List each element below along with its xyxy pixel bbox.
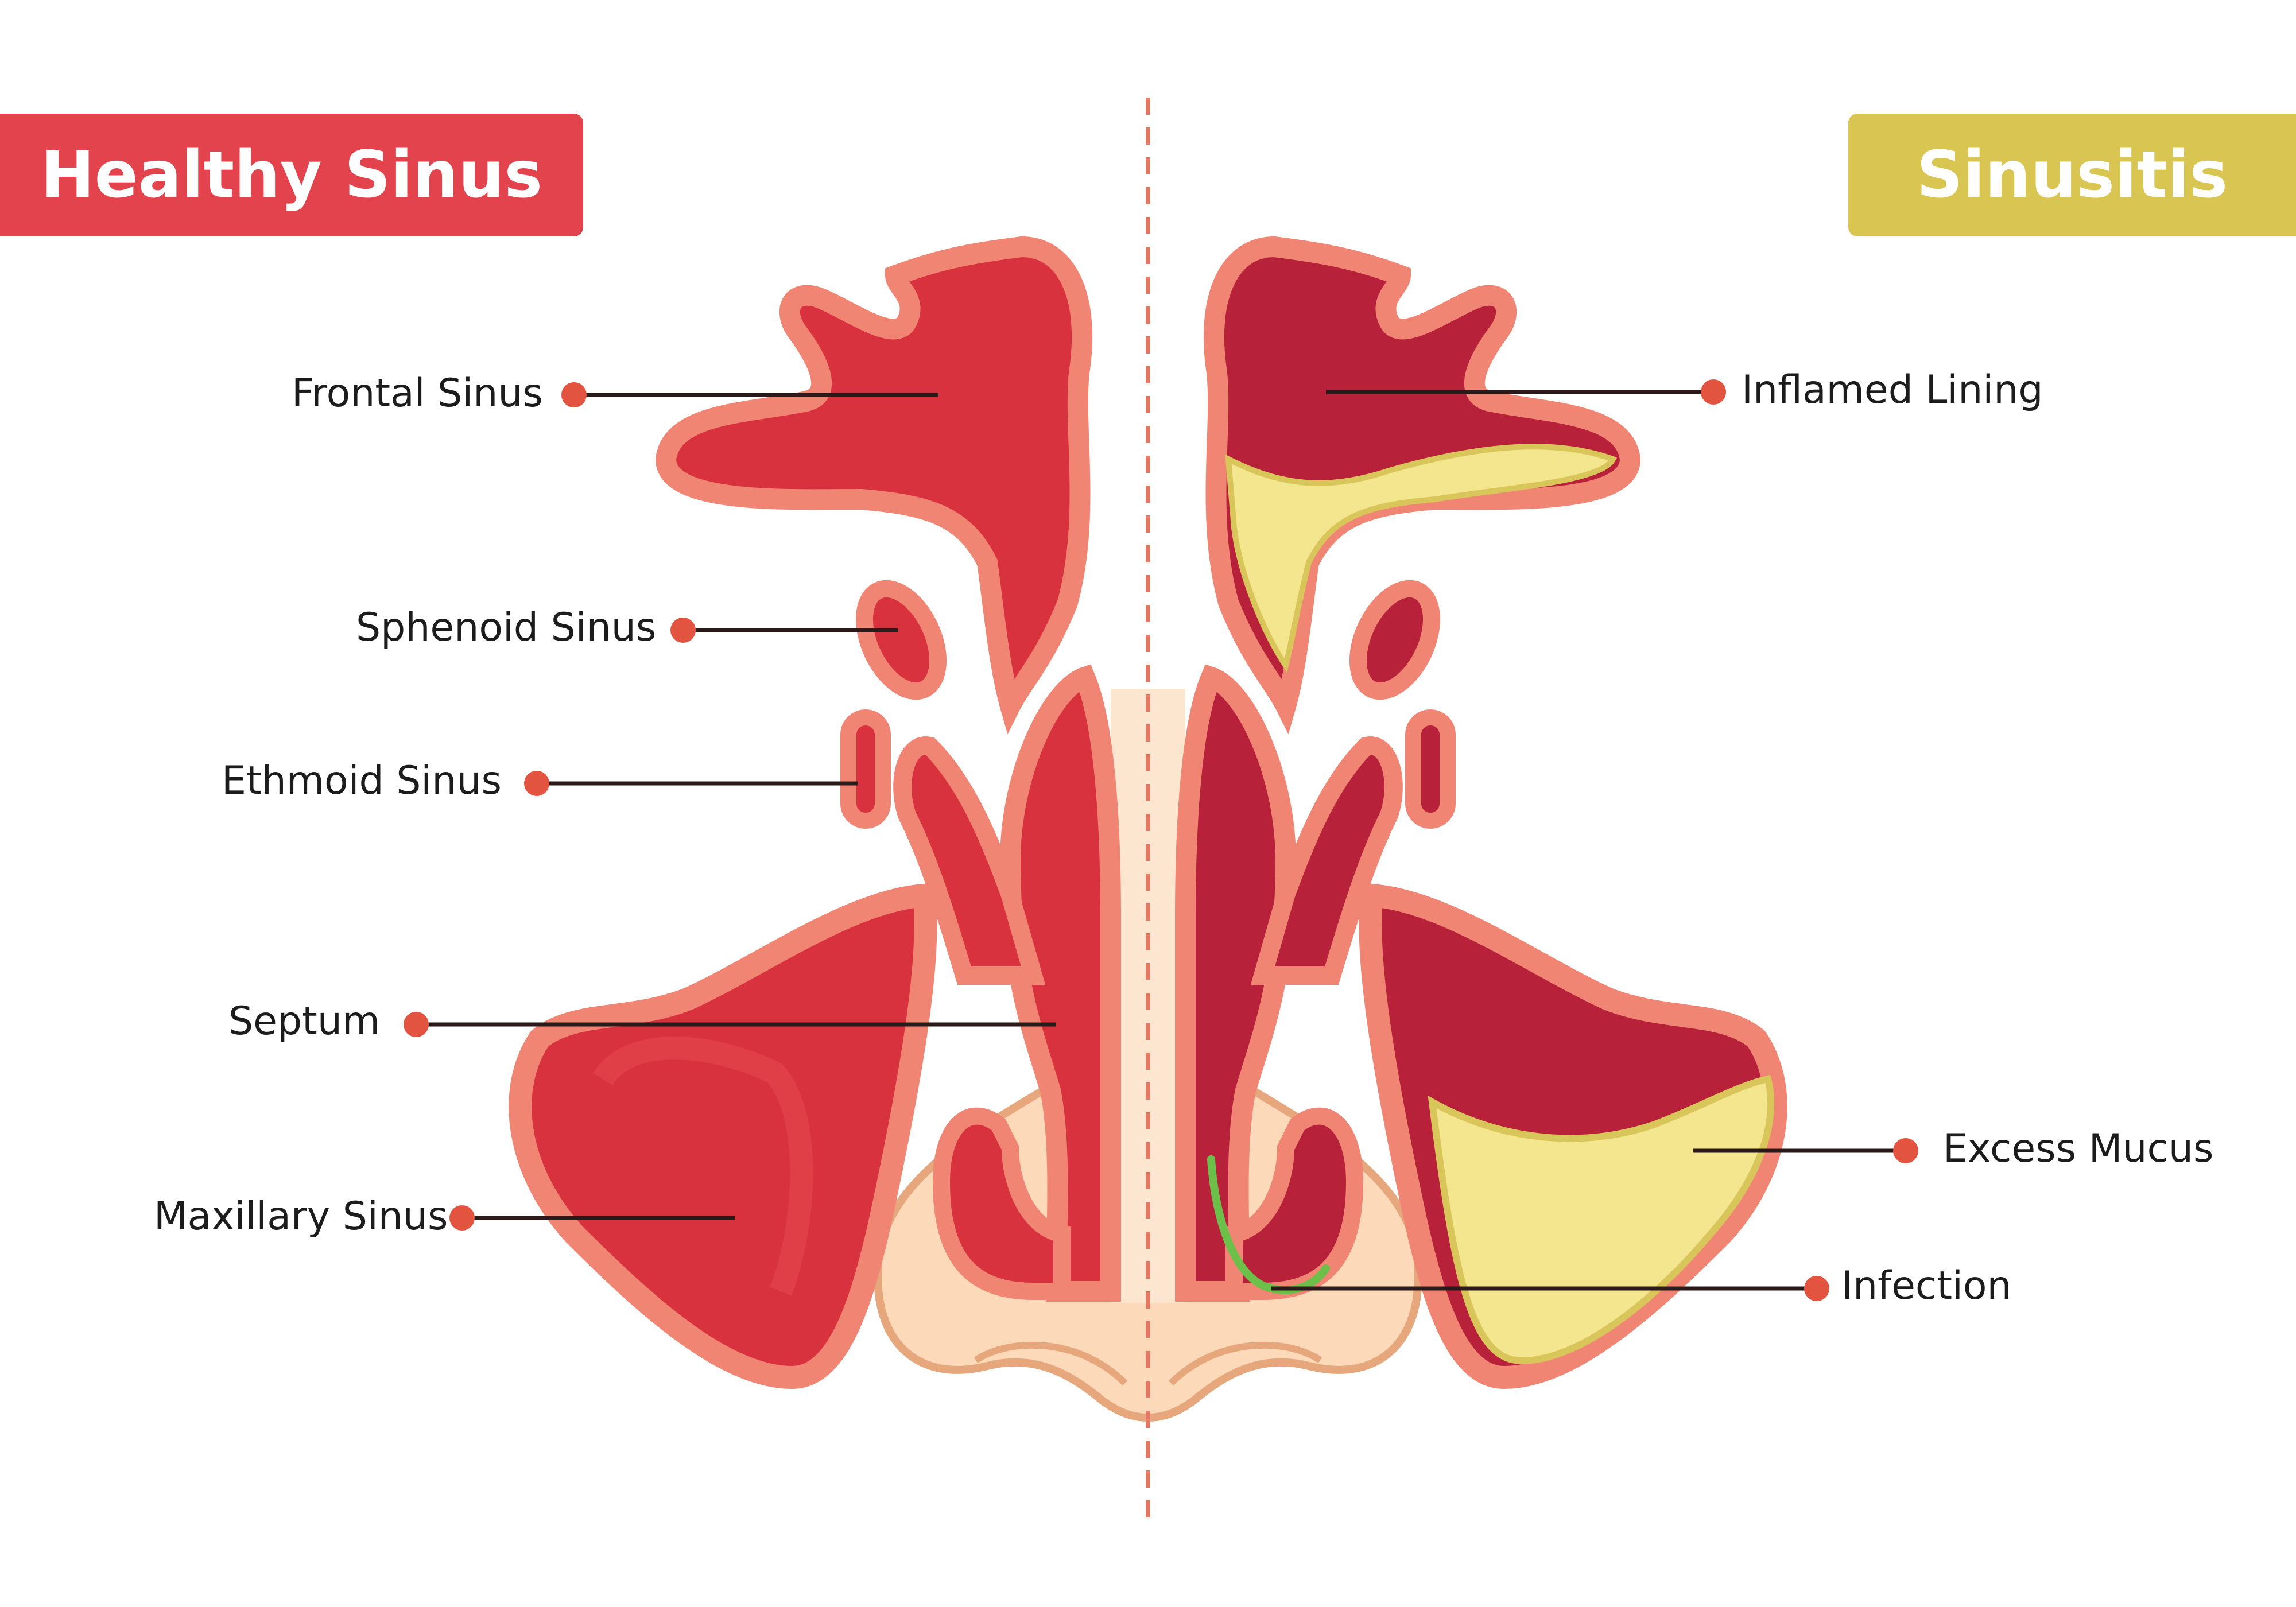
marker-inflamed bbox=[1701, 379, 1726, 405]
marker-mucus bbox=[1893, 1138, 1918, 1163]
markers-left bbox=[404, 382, 696, 1231]
marker-ethmoid bbox=[524, 771, 549, 796]
label-excess-mucus: Excess Mucus bbox=[1943, 1126, 2214, 1171]
label-septum: Septum bbox=[228, 999, 381, 1044]
septum-wall-right bbox=[1175, 664, 1297, 1302]
frontal-sinus-healthy bbox=[655, 236, 1093, 735]
label-inflamed-lining: Inflamed Lining bbox=[1742, 367, 2043, 413]
maxillary-sinus-healthy bbox=[509, 883, 937, 1389]
label-infection: Infection bbox=[1841, 1263, 2012, 1309]
sphenoid-sinus-inflamed bbox=[1349, 580, 1441, 700]
sphenoid-sinus-healthy bbox=[855, 580, 947, 700]
marker-maxillary bbox=[449, 1205, 475, 1231]
leader-lines-right bbox=[1271, 390, 1906, 1291]
ethmoid-sinus-inflamed bbox=[1405, 709, 1456, 829]
healthy-sinus-structure bbox=[509, 236, 1121, 1389]
label-maxillary-sinus: Maxillary Sinus bbox=[154, 1194, 448, 1239]
sinusitis-banner: Sinusitis bbox=[1848, 114, 2296, 236]
leader-lines-left bbox=[416, 393, 1056, 1220]
label-sphenoid-sinus: Sphenoid Sinus bbox=[356, 605, 657, 650]
marker-sphenoid bbox=[670, 618, 696, 643]
marker-infection bbox=[1804, 1276, 1829, 1301]
sinusitis-structure bbox=[1175, 236, 1787, 1389]
healthy-sinus-banner: Healthy Sinus bbox=[0, 114, 583, 236]
septum-wall-left bbox=[999, 664, 1121, 1302]
marker-frontal bbox=[561, 382, 587, 407]
turbinate-healthy bbox=[893, 736, 1046, 985]
turbinate-inflamed bbox=[1250, 736, 1403, 985]
marker-septum bbox=[404, 1012, 429, 1037]
label-ethmoid-sinus: Ethmoid Sinus bbox=[222, 758, 502, 804]
lower-turbinate-healthy bbox=[932, 1107, 1071, 1300]
ethmoid-sinus-healthy bbox=[840, 709, 891, 829]
infection-marker bbox=[1207, 1155, 1330, 1294]
label-frontal-sinus: Frontal Sinus bbox=[292, 371, 543, 416]
markers-right bbox=[1701, 379, 1918, 1301]
frontal-mucus bbox=[1225, 444, 1618, 673]
